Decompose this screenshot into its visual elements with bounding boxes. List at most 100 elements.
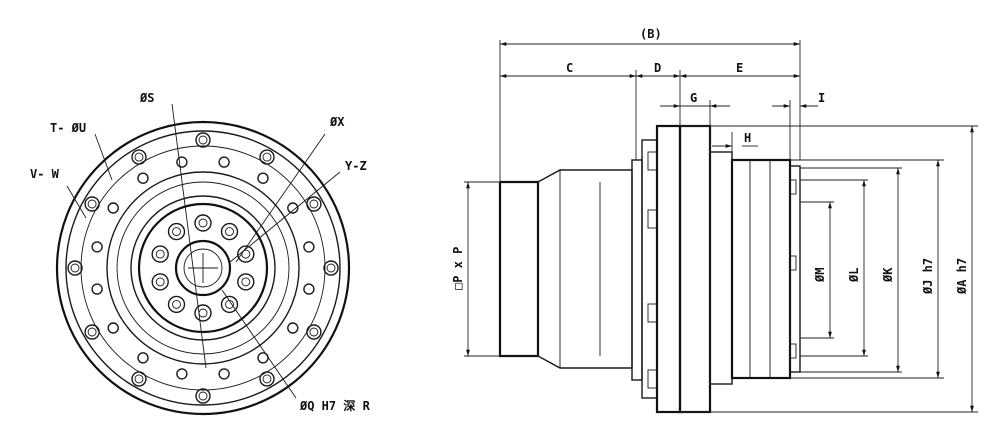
outer-bolt-hole-inner xyxy=(87,327,97,337)
inner-bolt-hole xyxy=(218,368,230,380)
outer-bolt-hole xyxy=(195,388,211,404)
adapter-body xyxy=(537,169,633,369)
outer-bolt-hole-inner xyxy=(70,263,80,273)
outer-bolt-hole-inner xyxy=(309,199,319,209)
outer-bolt-hole-inner xyxy=(134,374,144,384)
hub-hole xyxy=(237,273,255,291)
outer-bolt-hole xyxy=(259,149,275,165)
leader-VW xyxy=(66,185,87,219)
inner-bolt-hole xyxy=(176,156,188,168)
output-face-circle xyxy=(137,202,269,334)
inner-bolt-hole xyxy=(287,202,299,214)
label-TU: T- ØU xyxy=(50,121,86,135)
label-P: □P x P xyxy=(451,247,465,290)
inner-bolt-holes xyxy=(91,156,315,380)
hub-hole-inner xyxy=(241,277,251,287)
output-face xyxy=(789,165,801,373)
inner-bolt-hole xyxy=(107,202,119,214)
outer-flange-circle xyxy=(55,120,351,416)
hub-hole xyxy=(167,295,186,314)
housing-circle xyxy=(106,171,300,365)
label-C: C xyxy=(566,61,573,75)
label-G: G xyxy=(690,91,697,105)
label-X: ØX xyxy=(329,115,345,129)
label-QR: ØQ H7 深 R xyxy=(299,398,371,413)
outer-bolt-hole-inner xyxy=(198,135,208,145)
hub-hole xyxy=(194,304,212,322)
outer-bolt-hole-inner xyxy=(262,152,272,162)
inner-bolt-hole xyxy=(91,283,103,295)
inner-bolt-hole xyxy=(218,156,230,168)
flange-inner-circle xyxy=(65,130,341,406)
outer-bolt-hole xyxy=(131,149,147,165)
outer-bolt-hole xyxy=(195,132,211,148)
hub-hole xyxy=(151,245,169,263)
outer-bolt-hole xyxy=(306,324,322,340)
leader-TU xyxy=(94,133,113,181)
inner-bolt-hole xyxy=(137,172,149,184)
output-bolt-3 xyxy=(789,343,797,359)
hub-hole-inner xyxy=(198,308,208,318)
label-B: (B) xyxy=(640,27,662,41)
hub-hole-inner xyxy=(198,218,208,228)
outer-bolt-holes xyxy=(67,132,339,404)
inner-bolt-hole xyxy=(137,352,149,364)
outer-bolt-hole xyxy=(67,260,83,276)
mount-plate xyxy=(631,159,643,381)
label-K: ØK xyxy=(881,267,895,283)
side-view: (B) C D E G I H □P x P ØM ØL ØK ØJ h7 ØA… xyxy=(451,27,978,414)
leader-YZ xyxy=(229,171,341,263)
bolt-head-3 xyxy=(647,303,658,323)
label-E: E xyxy=(736,61,743,75)
label-A: ØA h7 xyxy=(955,258,969,295)
inner-bolt-hole xyxy=(176,368,188,380)
outer-bolt-hole-inner xyxy=(309,327,319,337)
hub-hole xyxy=(237,245,255,263)
hub-outer-circle xyxy=(130,195,276,341)
housing-left xyxy=(641,139,658,399)
hub-hole xyxy=(167,222,186,241)
center-bore-circle xyxy=(174,239,232,297)
label-S: ØS xyxy=(139,91,154,105)
front-view: ØS ØX T- ØU V- W Y-Z ØQ H7 深 R xyxy=(30,91,371,416)
bolt-head-2 xyxy=(647,209,658,229)
label-D: D xyxy=(654,61,661,75)
hub-hole-inner xyxy=(155,277,165,287)
inner-bolt-hole xyxy=(107,322,119,334)
inner-bolt-hole xyxy=(287,322,299,334)
hub-hole xyxy=(151,273,169,291)
output-ring xyxy=(730,158,792,380)
inner-bolt-hole xyxy=(91,241,103,253)
outer-bolt-hole xyxy=(131,371,147,387)
outer-bolt-hole xyxy=(259,371,275,387)
bolt-circle-outer xyxy=(80,145,326,391)
outer-bolt-hole xyxy=(306,196,322,212)
output-bolt-2 xyxy=(789,255,797,271)
outer-bolt-hole xyxy=(84,196,100,212)
label-L: ØL xyxy=(847,268,861,283)
label-YZ: Y-Z xyxy=(345,159,367,173)
hub-hole-inner xyxy=(225,227,234,237)
hub-hole xyxy=(220,295,239,314)
inner-bolt-hole xyxy=(303,241,315,253)
bolt-circle-inner xyxy=(116,181,290,355)
body-ring xyxy=(678,124,712,414)
leader-S xyxy=(171,103,207,369)
label-VW: V- W xyxy=(30,167,60,181)
output-bolt-1 xyxy=(789,179,797,195)
hub-hole xyxy=(220,222,239,241)
outer-bolt-hole-inner xyxy=(87,199,97,209)
hub-hole xyxy=(194,214,212,232)
leader-QR xyxy=(221,289,297,399)
bearing-ring xyxy=(709,151,733,385)
center-inner-circle xyxy=(183,248,223,288)
motor-flange-body xyxy=(498,180,540,358)
leader-X xyxy=(235,133,326,263)
outer-bolt-hole xyxy=(323,260,339,276)
hub-hole-inner xyxy=(155,249,165,259)
label-J: ØJ h7 xyxy=(921,258,935,295)
outer-bolt-hole-inner xyxy=(198,391,208,401)
label-H: H xyxy=(744,131,751,145)
